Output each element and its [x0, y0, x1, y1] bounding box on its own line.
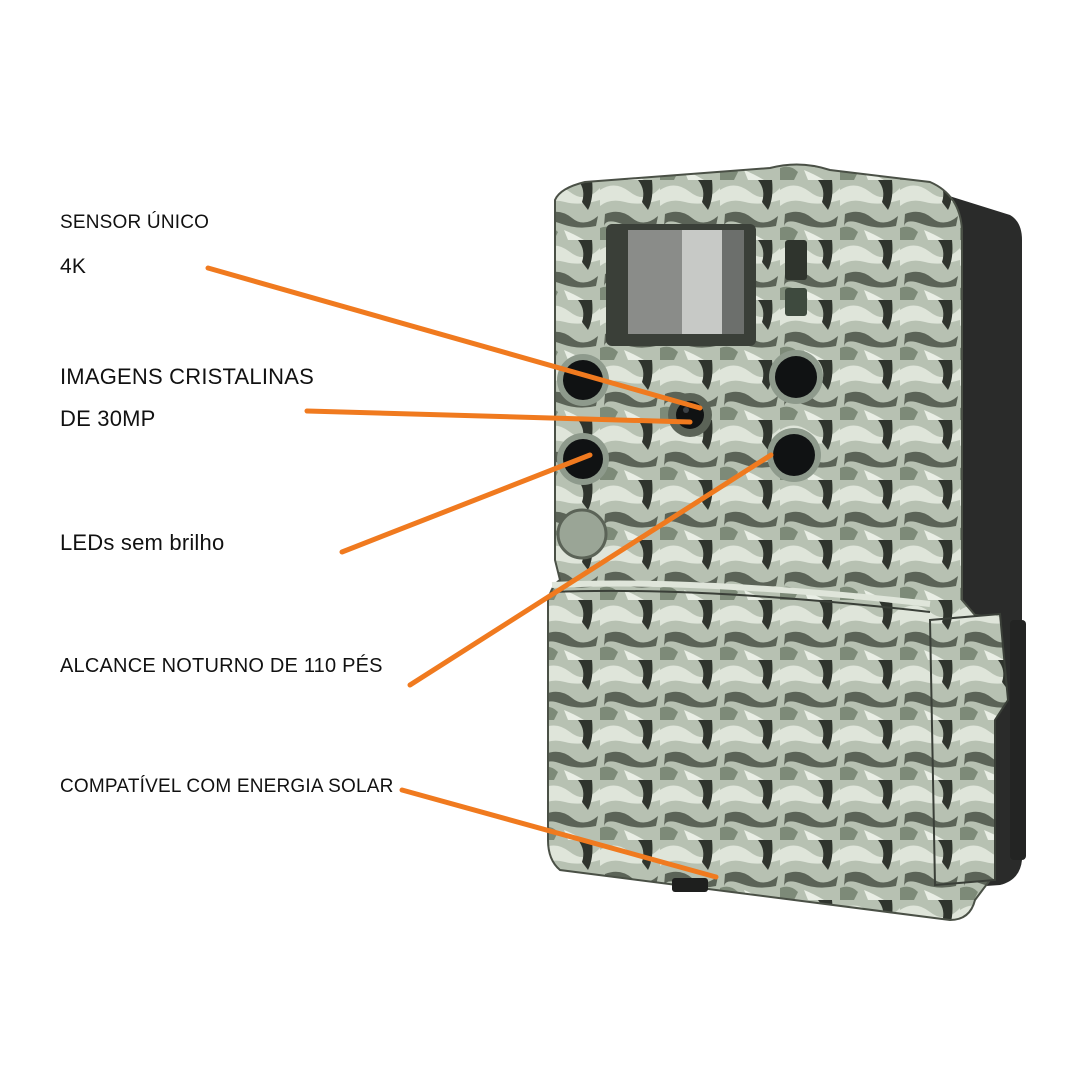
label-night-range: ALCANCE NOTURNO DE 110 PÉS — [60, 655, 383, 677]
camera-body — [547, 163, 1026, 922]
label-images-line1: IMAGENS CRISTALINAS — [60, 364, 314, 389]
callout-line-solar — [399, 787, 719, 880]
label-sensor-line2: 4K — [60, 255, 87, 278]
pir-sensor-window — [606, 224, 756, 346]
ir-led-top-right — [769, 350, 823, 404]
callout-line-images — [304, 408, 693, 425]
callout-lines — [205, 265, 774, 880]
callout-line-leds — [339, 452, 593, 555]
callout-line-night-range — [407, 452, 774, 688]
label-leds: LEDs sem brilho — [60, 530, 225, 555]
label-images-line2: DE 30MP — [60, 406, 156, 431]
ir-led-bottom-right — [767, 428, 821, 482]
light-sensor — [556, 508, 608, 560]
label-sensor-line1: SENSOR ÚNICO — [60, 212, 210, 233]
callout-line-sensor — [205, 265, 703, 411]
label-solar: COMPATÍVEL COM ENERGIA SOLAR — [60, 776, 394, 797]
status-sensors — [785, 240, 807, 316]
